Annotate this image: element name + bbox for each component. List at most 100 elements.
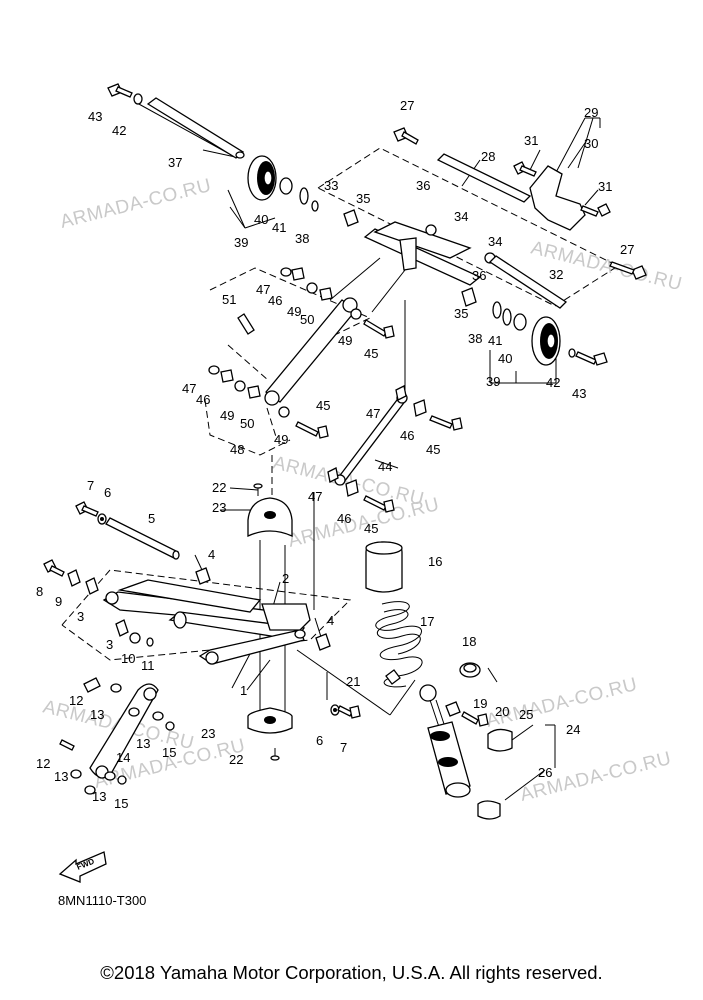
callout: 11	[141, 658, 155, 673]
callout: 45	[364, 521, 378, 536]
bolt-45-rod	[363, 415, 463, 513]
watermark: ARMADA-CO.RU	[58, 175, 213, 233]
callout: 49	[220, 408, 234, 423]
circlip-38-right	[492, 301, 512, 326]
collar-13	[70, 683, 164, 795]
bolt-8	[43, 559, 65, 577]
callout: 16	[428, 554, 442, 569]
callout-labels: 43 42 37 40 41 39 38 33 35 27 28 29 30 3…	[36, 98, 634, 811]
callout: 38	[295, 231, 309, 246]
diagram-code: 8MN1110-T300	[58, 893, 146, 908]
callout: 39	[486, 374, 500, 389]
stopper-23-top	[247, 497, 293, 538]
bushing-46-47	[208, 267, 362, 418]
callout: 51	[222, 292, 236, 307]
axle-37	[146, 97, 245, 159]
callout: 4	[208, 547, 215, 562]
wheel-40-right	[531, 316, 561, 366]
callout: 46	[337, 511, 351, 526]
fwd-arrow-icon: FWD	[58, 851, 107, 883]
callout: 42	[546, 375, 560, 390]
callout: 3	[106, 637, 113, 652]
rear-arm-1	[102, 579, 306, 665]
wheel-group-outline	[317, 147, 620, 307]
callout: 44	[378, 459, 392, 474]
arm-group-outline	[61, 569, 352, 661]
callout: 8	[36, 584, 43, 599]
callout: 7	[87, 478, 94, 493]
callout: 49	[338, 333, 352, 348]
callout: 41	[272, 220, 286, 235]
callout: 39	[234, 235, 248, 250]
callout: 45	[364, 346, 378, 361]
callout: 34	[488, 234, 502, 249]
callout: 33	[324, 178, 338, 193]
callout: 47	[308, 489, 322, 504]
callout: 5	[148, 511, 155, 526]
collar-35	[343, 209, 477, 307]
callout: 43	[572, 386, 586, 401]
callout: 46	[268, 293, 282, 308]
callout: 13	[54, 769, 68, 784]
callout: 31	[524, 133, 538, 148]
bracket-2	[261, 603, 311, 639]
pin-51	[237, 313, 255, 335]
callout: 9	[55, 594, 62, 609]
bushing-46-rod	[327, 385, 427, 497]
callout: 10	[121, 651, 135, 666]
collar-4	[195, 567, 331, 651]
callout: 13	[90, 707, 104, 722]
callout: 41	[488, 333, 502, 348]
washer-6	[97, 513, 107, 525]
bolt-7-lower	[337, 705, 361, 719]
callout: 46	[400, 428, 414, 443]
link-rod-48	[264, 297, 358, 406]
shaft-28	[436, 153, 532, 203]
callout: 6	[104, 485, 111, 500]
callout: 2	[282, 571, 289, 586]
callout: 40	[254, 212, 268, 227]
callout: 17	[420, 614, 434, 629]
spring-17	[375, 601, 423, 688]
bearing-41-right	[513, 313, 527, 331]
callout: 7	[340, 740, 347, 755]
callout: 13	[136, 736, 150, 751]
callout: 35	[356, 191, 370, 206]
screw-22-bottom	[270, 748, 280, 761]
callout: 43	[88, 109, 102, 124]
callout: 12	[36, 756, 50, 771]
nut-21	[385, 669, 401, 685]
callout: 29	[584, 105, 598, 120]
callout: 27	[400, 98, 414, 113]
callout: 3	[77, 609, 84, 624]
dash-link	[266, 407, 278, 441]
shaft-32	[488, 255, 568, 309]
callout: 28	[481, 149, 495, 164]
bushing-25	[487, 728, 513, 752]
stopper-23-bottom	[247, 707, 293, 734]
dash-link	[227, 344, 269, 381]
bolt-27	[393, 127, 647, 280]
callout: 32	[549, 267, 563, 282]
callout: 40	[498, 351, 512, 366]
bolt-43	[107, 83, 133, 98]
callout: 42	[112, 123, 126, 138]
bolt-43-right	[568, 348, 608, 366]
bump-stop-16	[365, 541, 403, 593]
watermark: ARMADA-CO.RU	[484, 674, 639, 732]
callout: 6	[316, 733, 323, 748]
callout: 47	[256, 282, 270, 297]
shock-body-24	[419, 684, 471, 798]
callout: 45	[316, 398, 330, 413]
washer-42	[133, 93, 143, 105]
callout: 24	[566, 722, 580, 737]
callout: 48	[230, 442, 244, 457]
callout: 23	[212, 500, 226, 515]
callout: 38	[468, 331, 482, 346]
callout: 23	[201, 726, 215, 741]
callout: 30	[584, 136, 598, 151]
callout: 20	[495, 704, 509, 719]
callout: 49	[287, 304, 301, 319]
collar-3	[85, 577, 129, 637]
